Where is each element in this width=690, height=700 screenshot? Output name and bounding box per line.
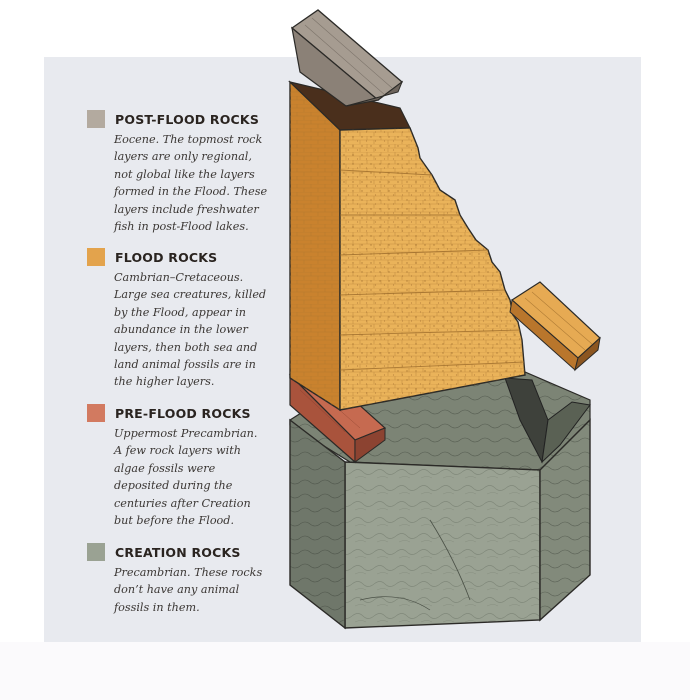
flood-title: FLOOD ROCKS — [115, 249, 218, 265]
desc-line: land animal fossils are in — [114, 358, 256, 372]
desc-line: abundance in the lower — [114, 323, 248, 337]
post-flood-description: Eocene. The topmost rock layers are only… — [114, 131, 269, 235]
desc-line: fossils in them. — [114, 600, 200, 614]
desc-line: formed in the Flood. These — [114, 185, 268, 199]
desc-line: don’t have any animal — [114, 583, 240, 597]
legend-pre-flood: PRE-FLOOD ROCKS Uppermost Precambrian. A… — [87, 404, 287, 529]
desc-line: fish in post-Flood lakes. — [114, 220, 249, 234]
desc-line: layers are only regional, — [114, 150, 252, 164]
creation-description: Precambrian. These rocks don’t have any … — [114, 564, 269, 616]
desc-line: A few rock layers with — [114, 444, 241, 458]
flood-description: Cambrian–Cretaceous. Large sea creatures… — [114, 269, 269, 391]
desc-line: the higher layers. — [114, 375, 215, 389]
desc-line: by the Flood, appear in — [114, 305, 246, 319]
post-flood-title: POST-FLOOD ROCKS — [115, 111, 260, 127]
desc-line: Large sea creatures, killed — [114, 288, 267, 302]
flood-rock-fragment — [509, 281, 601, 372]
desc-line: Cambrian–Cretaceous. — [114, 271, 244, 284]
legend-post-flood: POST-FLOOD ROCKS Eocene. The topmost roc… — [87, 110, 287, 235]
desc-line: not global like the layers — [114, 167, 255, 181]
post-flood-swatch — [87, 110, 105, 128]
desc-line: but before the Flood. — [114, 514, 235, 528]
desc-line: deposited during the — [114, 479, 233, 493]
desc-line: Eocene. The topmost rock — [114, 133, 263, 146]
desc-line: centuries after Creation — [114, 496, 251, 510]
desc-line: layers include freshwater — [114, 202, 259, 216]
creation-title: CREATION ROCKS — [115, 544, 241, 560]
flood-swatch — [87, 248, 105, 266]
legend-flood: FLOOD ROCKS Cambrian–Cretaceous. Large s… — [87, 248, 287, 391]
desc-line: layers, then both sea and — [114, 340, 258, 354]
creation-swatch — [87, 543, 105, 561]
desc-line: Precambrian. These rocks — [114, 566, 263, 579]
post-flood-rocks-block — [290, 9, 404, 107]
flood-rocks-block — [287, 80, 526, 412]
pre-flood-title: PRE-FLOOD ROCKS — [115, 405, 251, 421]
desc-line: Uppermost Precambrian. — [114, 427, 258, 440]
pre-flood-swatch — [87, 404, 105, 422]
pre-flood-description: Uppermost Precambrian. A few rock layers… — [114, 425, 269, 529]
desc-line: algae fossils were — [114, 461, 216, 475]
bottom-margin — [0, 642, 690, 700]
legend-creation: CREATION ROCKS Precambrian. These rocks … — [87, 543, 287, 616]
